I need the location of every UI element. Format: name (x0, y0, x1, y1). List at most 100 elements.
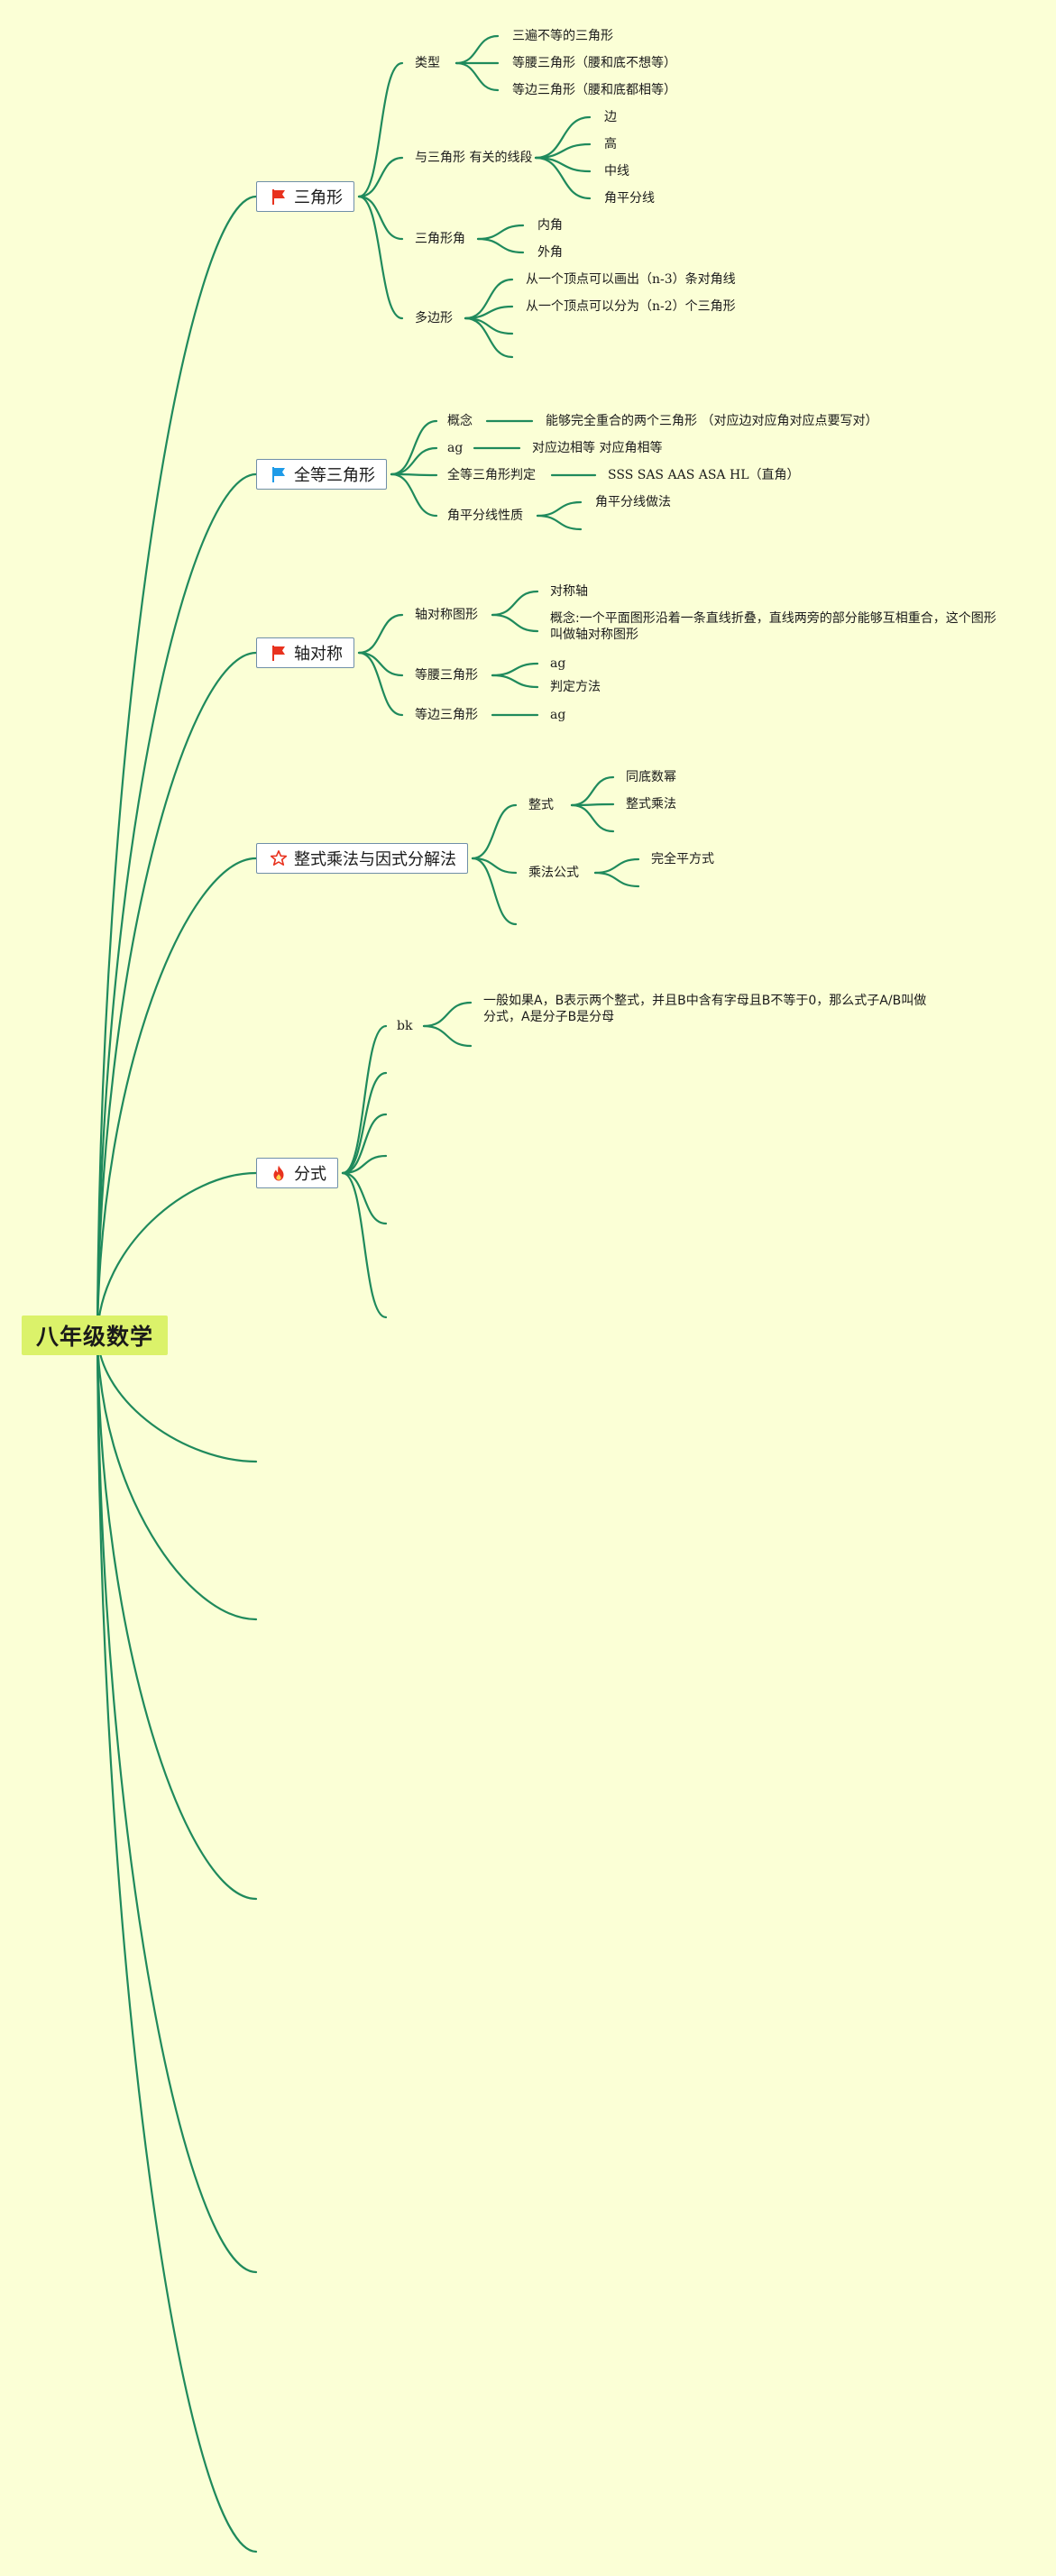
star-outline-icon (270, 850, 288, 866)
leaf[interactable]: 一般如果A，B表示两个整式，并且B中含有字母且B不等于0，那么式子A/B叫做分式… (483, 994, 927, 1024)
connector (341, 1154, 388, 1175)
connector (341, 1071, 388, 1175)
topic-congruent-triangles[interactable]: 全等三角形 (256, 459, 387, 490)
connector (476, 224, 525, 241)
connector (471, 857, 518, 875)
leaf[interactable]: 高 (604, 137, 617, 151)
leaf[interactable]: 角平分线做法 (595, 495, 671, 509)
topic-label: 全等三角形 (294, 466, 375, 485)
connector (422, 1001, 473, 1028)
root-connector (96, 1334, 258, 2274)
connector (341, 1024, 388, 1175)
leaf[interactable]: 对应边相等 对应角相等 (532, 441, 663, 455)
subtopic[interactable]: 整式 (528, 798, 554, 812)
connector (341, 1171, 388, 1225)
leaf[interactable]: 能够完全重合的两个三角形 （对应边对应角对应点要写对） (546, 414, 878, 428)
leaf[interactable]: 等边三角形（腰和底都相等） (512, 83, 676, 97)
connector (491, 590, 539, 617)
subtopic[interactable]: ag (447, 441, 464, 455)
subtopic[interactable]: 等腰三角形 (415, 668, 478, 683)
connector (357, 156, 404, 198)
connector (491, 674, 539, 689)
connector (536, 500, 583, 518)
subtopic[interactable]: 乘法公式 (528, 866, 579, 880)
fire-icon (273, 1165, 284, 1181)
root-connector (96, 1334, 258, 1463)
blue-flag-icon (272, 467, 285, 482)
connector (570, 775, 615, 807)
connector (341, 1113, 388, 1175)
topic-label: 轴对称 (294, 645, 343, 664)
red-flag-icon (272, 189, 285, 205)
leaf[interactable]: 概念:一个平面图形沿着一条直线折叠，直线两旁的部分能够互相重合，这个图形叫做轴对… (550, 611, 996, 642)
root-connector (96, 1334, 258, 2553)
subtopic[interactable]: bk (397, 1019, 413, 1033)
connector (471, 803, 518, 860)
subtopic[interactable]: 概念 (447, 414, 473, 428)
subtopic[interactable]: 三角形角 (415, 232, 465, 246)
leaf[interactable]: 中线 (604, 164, 629, 179)
connector (593, 857, 640, 875)
connector (341, 1171, 388, 1319)
leaf[interactable]: ag (550, 708, 566, 722)
connector (491, 613, 539, 633)
root-connector (96, 1334, 258, 1901)
subtopic[interactable]: 多边形 (415, 311, 453, 325)
leaf[interactable]: 同底数幂 (626, 770, 676, 784)
topic-fractions[interactable]: 分式 (256, 1158, 338, 1188)
topic-label: 三角形 (294, 188, 343, 207)
connector (357, 195, 404, 320)
root-label: 八年级数学 (35, 1324, 153, 1350)
topic-polynomial-multiplication[interactable]: 整式乘法与因式分解法 (256, 843, 468, 874)
root-connector (96, 1171, 258, 1337)
leaf[interactable]: SSS SAS AAS ASA HL（直角） (608, 468, 800, 482)
subtopic[interactable]: 轴对称图形 (415, 608, 478, 622)
connector (455, 34, 500, 65)
subtopic[interactable]: 角平分线性质 (447, 509, 523, 523)
leaf[interactable]: 完全平方式 (651, 852, 714, 866)
connector (390, 446, 438, 476)
topic-label: 整式乘法与因式分解法 (294, 850, 456, 869)
topic-triangle[interactable]: 三角形 (256, 181, 354, 212)
leaf[interactable]: 从一个顶点可以分为（n-2）个三角形 (526, 299, 736, 314)
root-connector (96, 651, 258, 1337)
leaf[interactable]: 三遍不等的三角形 (512, 29, 613, 43)
connector (464, 316, 514, 359)
root-topic[interactable]: 八年级数学 (22, 1316, 168, 1355)
connector (491, 662, 539, 677)
connector (357, 195, 404, 241)
connector (534, 156, 592, 200)
leaf[interactable]: 边 (604, 110, 617, 124)
connector (570, 803, 615, 833)
subtopic[interactable]: 类型 (415, 56, 440, 70)
leaf[interactable]: 从一个顶点可以画出（n-3）条对角线 (526, 272, 736, 287)
root-connector (96, 1334, 258, 1621)
connector (390, 419, 438, 476)
topic-axial-symmetry[interactable]: 轴对称 (256, 637, 354, 668)
leaf[interactable]: ag (550, 656, 566, 671)
connector (357, 61, 404, 198)
subtopic[interactable]: 全等三角形判定 (447, 468, 536, 482)
connector (390, 472, 438, 518)
leaf[interactable]: 等腰三角形（腰和底不想等） (512, 56, 676, 70)
leaf[interactable]: 外角 (537, 245, 563, 260)
connector (357, 651, 404, 677)
subtopic[interactable]: 与三角形 有关的线段 (415, 151, 533, 165)
leaf[interactable]: 角平分线 (604, 191, 655, 206)
leaf[interactable]: 判定方法 (550, 680, 601, 694)
connector (476, 237, 525, 254)
connector (455, 61, 500, 92)
leaf[interactable]: 整式乘法 (626, 797, 676, 811)
leaf[interactable]: 对称轴 (550, 584, 588, 599)
connector (593, 871, 640, 888)
leaf[interactable]: 内角 (537, 218, 563, 233)
connector (536, 514, 583, 531)
root-connector (96, 857, 258, 1337)
subtopic[interactable]: 等边三角形 (415, 708, 478, 722)
topic-label: 分式 (294, 1165, 326, 1184)
connector (357, 651, 404, 717)
red-flag-icon (272, 646, 285, 661)
connector (471, 857, 518, 926)
